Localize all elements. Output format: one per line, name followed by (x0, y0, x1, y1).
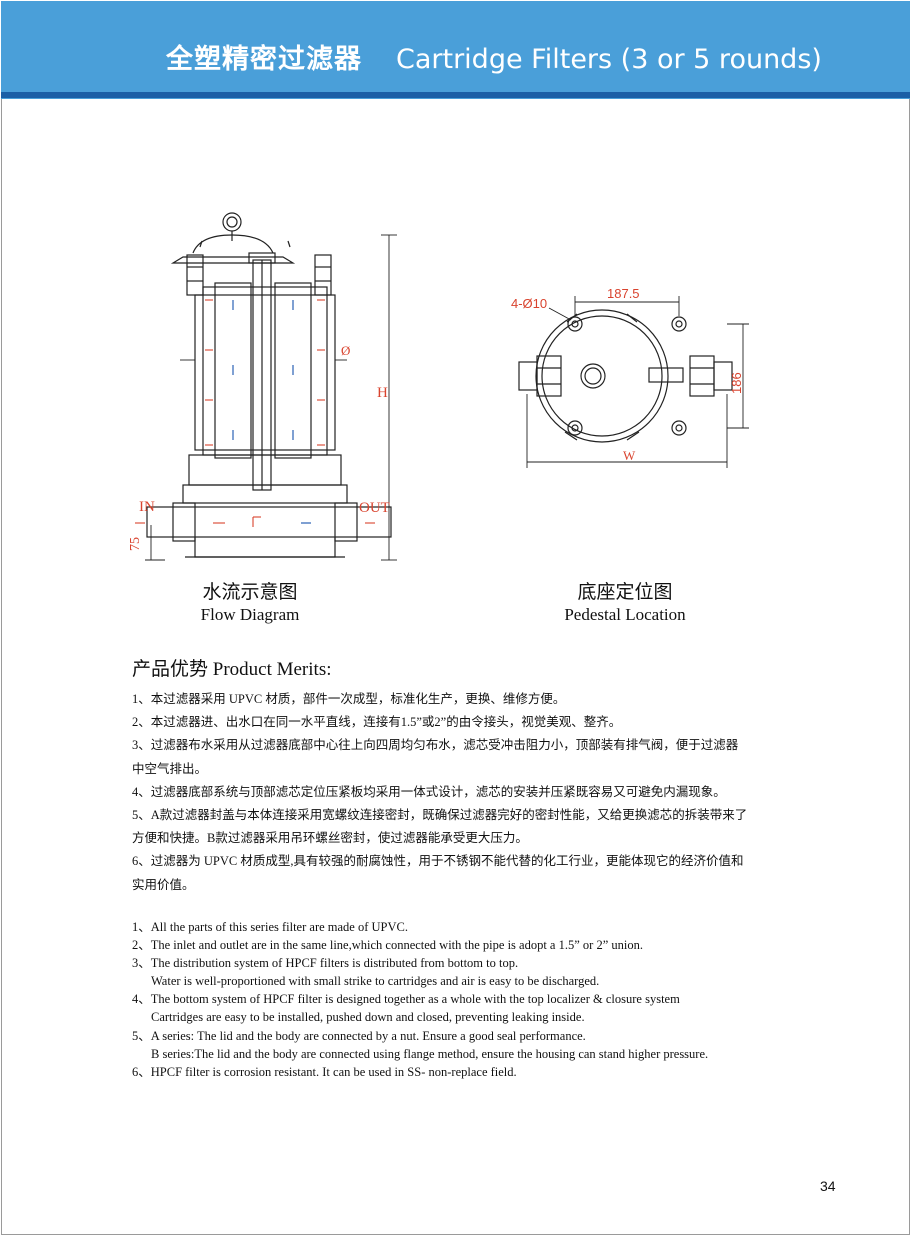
merit-en-4: 4、The bottom system of HPCF filter is de… (132, 992, 680, 1007)
title-en: Cartridge Filters (3 or 5 rounds) (396, 44, 822, 75)
pedestal-caption-cn: 底座定位图 (577, 582, 673, 603)
flow-diagram: IN OUT H Ø 75 (128, 212, 397, 561)
header-band (1, 1, 910, 99)
merits-cn-list: 1、本过滤器采用 UPVC 材质，部件一次成型，标准化生产，更换、维修方便。 2… (132, 688, 782, 897)
label-height: H (377, 385, 388, 401)
merit-cn-5: 5、A款过滤器封盖与本体连接采用宽螺纹连接密封，既确保过滤器完好的密封性能，又给… (132, 808, 748, 823)
merit-cn-3-cont: 中空气排出。 (132, 761, 208, 776)
header-stripe (1, 92, 910, 98)
merit-en-5-cont: B series:The lid and the body are connec… (151, 1046, 709, 1061)
merit-en-3-cont: Water is well-proportioned with small st… (151, 974, 600, 989)
merits-title: 产品优势 Product Merits: (132, 659, 332, 680)
merit-en-2: 2、The inlet and outlet are in the same l… (132, 938, 643, 953)
label-depth: 186 (729, 372, 744, 394)
label-diameter: Ø (341, 343, 350, 358)
pedestal-diagram: 4-Ø10 187.5 186 W (511, 286, 749, 468)
flow-caption-cn: 水流示意图 (202, 582, 298, 603)
label-base-height: 75 (128, 537, 143, 551)
label-spacing: 187.5 (607, 286, 640, 301)
merit-cn-6-cont: 实用价值。 (132, 877, 195, 892)
merit-en-4-cont: Cartridges are easy to be installed, pus… (151, 1010, 585, 1025)
label-width: W (623, 448, 636, 463)
pedestal-caption-en: Pedestal Location (564, 605, 686, 624)
label-holes: 4-Ø10 (511, 296, 547, 311)
flow-caption: 水流示意图 Flow Diagram (160, 582, 340, 626)
merit-cn-6: 6、过滤器为 UPVC 材质成型,具有较强的耐腐蚀性，用于不锈钢不能代替的化工行… (132, 854, 744, 869)
merit-en-6: 6、HPCF filter is corrosion resistant. It… (132, 1064, 517, 1079)
merit-en-1: 1、All the parts of this series filter ar… (132, 920, 408, 934)
label-in: IN (139, 499, 155, 515)
merit-cn-3: 3、过滤器布水采用从过滤器底部中心往上向四周均匀布水，滤芯受冲击阻力小，顶部装有… (132, 738, 739, 753)
merit-cn-4: 4、过滤器底部系统与顶部滤芯定位压紧板均采用一体式设计，滤芯的安装并压紧既容易又… (132, 784, 726, 799)
merits-en-list: 1、All the parts of this series filter ar… (132, 918, 782, 1081)
merit-en-5: 5、A series: The lid and the body are con… (132, 1028, 586, 1043)
merit-en-3: 3、The distribution system of HPCF filter… (132, 956, 519, 971)
page-number: 34 (820, 1178, 836, 1194)
merit-cn-1: 1、本过滤器采用 UPVC 材质，部件一次成型，标准化生产，更换、维修方便。 (132, 692, 566, 706)
pedestal-caption: 底座定位图 Pedestal Location (535, 582, 715, 626)
merit-cn-2: 2、本过滤器进、出水口在同一水平直线，连接有1.5”或2”的由令接头，视觉美观、… (132, 715, 622, 730)
flow-caption-en: Flow Diagram (200, 605, 300, 624)
label-out: OUT (359, 500, 390, 516)
page-title: 全塑精密过滤器 Cartridge Filters (3 or 5 rounds) (166, 38, 822, 82)
merit-cn-5-cont: 方便和快捷。B款过滤器采用吊环螺丝密封，使过滤器能承受更大压力。 (132, 831, 528, 846)
title-cn: 全塑精密过滤器 (166, 44, 362, 75)
